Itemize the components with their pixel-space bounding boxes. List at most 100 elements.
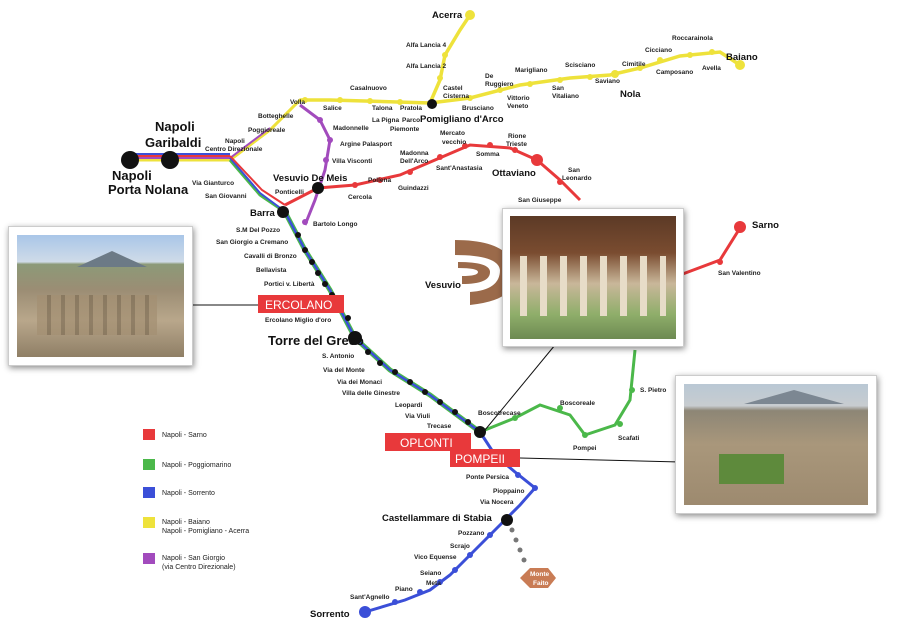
legend-label-san-giorgio-2: (via Centro Direzionale) <box>162 564 236 571</box>
interchange-stops <box>121 151 513 526</box>
red-stops <box>352 142 746 265</box>
label-cicciano: Cicciano <box>645 47 672 54</box>
vesuvio-symbol <box>455 240 516 305</box>
label-marigliano: Marigliano <box>515 67 548 74</box>
label-sarno: Sarno <box>752 220 779 231</box>
label-sorrento: Sorrento <box>310 609 350 620</box>
label-porta-nolana-1: Napoli <box>112 168 152 183</box>
label-ottaviano: Ottaviano <box>492 168 536 179</box>
label-alfa-lancia-2: Alfa Lancia 2 <box>406 63 446 70</box>
label-botteghelle: Botteghelle <box>258 113 294 120</box>
pompeii-site-label: POMPEII <box>450 449 520 467</box>
label-castellammare: Castellammare di Stabia <box>382 513 493 524</box>
label-guindazzi: Guindazzi <box>398 185 429 192</box>
label-santagnello: Sant'Agnello <box>350 594 389 601</box>
purple-stops <box>302 117 333 225</box>
label-via-nocera: Via Nocera <box>480 499 514 506</box>
label-pratola: Pratola <box>400 105 422 112</box>
label-porta-nolana-2: Porta Nolana <box>108 182 189 197</box>
label-s-antonio: S. Antonio <box>322 353 354 360</box>
legend-label-san-giorgio-1: Napoli - San Giorgio <box>162 555 225 562</box>
label-meta: Meta <box>426 580 441 587</box>
legend: Napoli - Sarno Napoli - Poggiomarino Nap… <box>143 429 249 571</box>
coastal-stops <box>295 232 471 425</box>
label-san-leonardo-2: Leonardo <box>562 175 592 182</box>
label-cavalli: Cavalli di Bronzo <box>244 253 297 260</box>
label-monte-faito-1: Monte <box>530 571 550 578</box>
label-via-monaci: Via dei Monaci <box>337 379 382 386</box>
label-avella: Avella <box>702 65 721 72</box>
legend-label-sorrento: Napoli - Sorrento <box>162 490 215 497</box>
label-san-leonardo-1: San <box>568 167 580 174</box>
label-madonna-arco-2: Dell'Arco <box>400 158 428 165</box>
label-scisciano: Scisciano <box>565 62 595 69</box>
purple-line <box>299 103 332 226</box>
label-vesuvio-de-meis: Vesuvio De Meis <box>273 173 347 184</box>
svg-text:POMPEII: POMPEII <box>455 452 505 466</box>
label-via-gianturco: Via Gianturco <box>192 180 234 187</box>
label-saviano: Saviano <box>595 78 620 85</box>
label-pompei: Pompei <box>573 445 597 452</box>
label-volla: Volla <box>290 99 305 106</box>
label-barra: Barra <box>250 208 276 219</box>
label-cercola: Cercola <box>348 194 372 201</box>
label-centro-dir-2: Centro Direzionale <box>205 146 263 153</box>
label-centro-dir-1: Napoli <box>225 138 245 145</box>
label-s-pietro: S. Pietro <box>640 387 666 394</box>
label-madonna-arco-1: Madonna <box>400 150 429 157</box>
label-piemonte: Piemonte <box>390 126 420 133</box>
label-santanastasia: Sant'Anastasia <box>436 165 483 172</box>
label-sm-pozzo: S.M Del Pozzo <box>236 227 280 234</box>
pompeii-photo <box>675 375 877 514</box>
ercolano-site-label: ERCOLANO <box>258 295 344 313</box>
label-via-viuli: Via Viuli <box>405 413 430 420</box>
label-san-giovanni: San Giovanni <box>205 193 247 200</box>
label-ponte-persica: Ponte Persica <box>466 474 509 481</box>
legend-swatch-sorrento <box>143 487 155 498</box>
label-talona: Talona <box>372 105 393 112</box>
label-mercato-2: vecchio <box>442 139 466 146</box>
label-monte-faito-2: Faito <box>533 580 549 587</box>
label-boscotrecase: Boscotrecase <box>478 410 521 417</box>
label-camposano: Camposano <box>656 69 693 76</box>
label-la-pigna: La Pigna <box>372 117 399 124</box>
label-portici: Portici v. Libertà <box>264 281 315 288</box>
label-baiano: Baiano <box>726 52 758 63</box>
label-scrajo: Scrajo <box>450 543 470 550</box>
label-boscoreale: Boscoreale <box>560 400 595 407</box>
legend-label-poggiomarino: Napoli - Poggiomarino <box>162 462 231 469</box>
label-ponticelli: Ponticelli <box>275 189 304 196</box>
label-pioppaino: Pioppaino <box>493 488 524 495</box>
green-line <box>479 349 637 437</box>
label-villa-visconti: Villa Visconti <box>332 158 372 165</box>
ercolano-photo <box>8 226 193 366</box>
monte-faito-marker <box>520 568 556 588</box>
label-vesuvio: Vesuvio <box>425 280 461 291</box>
oplonti-site-label: OPLONTI <box>385 433 471 451</box>
svg-text:ERCOLANO: ERCOLANO <box>265 298 332 312</box>
faito-line <box>509 527 527 563</box>
label-poggioreale: Poggioreale <box>248 127 286 134</box>
label-trecase: Trecase <box>427 423 452 430</box>
label-leopardi: Leopardi <box>395 402 423 409</box>
legend-swatch-baiano <box>143 517 155 528</box>
label-cimitile: Cimitile <box>622 61 646 68</box>
label-seiano: Seiano <box>420 570 441 577</box>
legend-swatch-poggiomarino <box>143 459 155 470</box>
label-pozzano: Pozzano <box>458 530 484 537</box>
green-stops <box>512 387 635 438</box>
blue-line <box>364 431 538 614</box>
legend-label-baiano-2: Napoli - Pomigliano - Acerra <box>162 528 249 535</box>
label-acerra: Acerra <box>432 10 463 21</box>
label-madonnelle: Madonnelle <box>333 125 369 132</box>
label-napoli-garibaldi-1: Napoli <box>155 119 195 134</box>
label-san-giuseppe: San Giuseppe <box>518 197 562 204</box>
label-brusciano: Brusciano <box>462 105 494 112</box>
label-napoli-garibaldi-2: Garibaldi <box>145 135 201 150</box>
label-bartolo-longo: Bartolo Longo <box>313 221 357 228</box>
label-somma: Somma <box>476 151 500 158</box>
